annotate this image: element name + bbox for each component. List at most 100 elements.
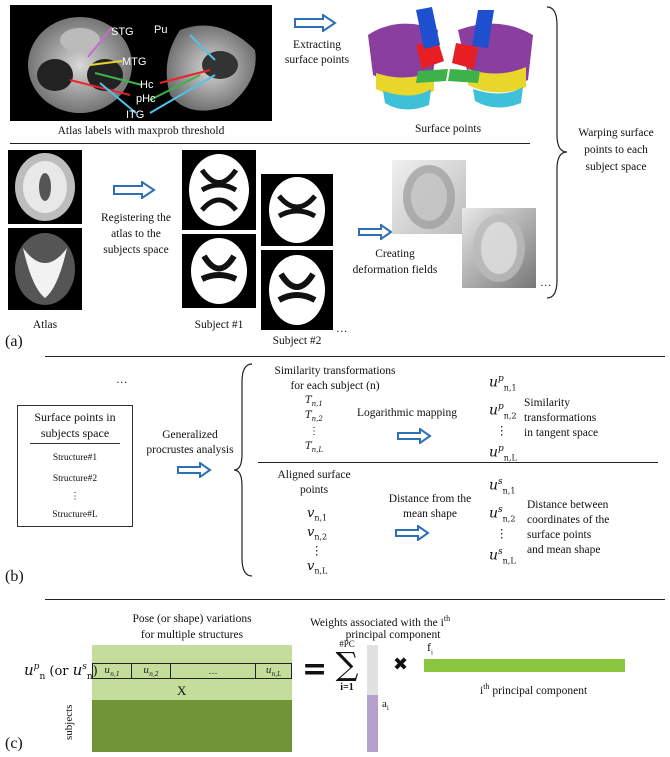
warp-text-3: subject space	[585, 161, 647, 173]
dist-between-3: surface points	[527, 529, 592, 541]
warp-text-2: points to each	[584, 144, 648, 156]
us-dots: ⋮	[496, 528, 508, 540]
sum-top: #PC	[339, 639, 355, 649]
label-stg: STG	[111, 26, 134, 38]
dist-mean-1: Distance from the	[388, 493, 472, 505]
dist-between-1: Distance between	[527, 499, 609, 511]
sim-title-1: Similarity transformations	[274, 365, 396, 377]
sim-tangent-3: in tangent space	[524, 427, 599, 439]
sum-bottom: i=1	[340, 682, 354, 693]
gpa-text-1: Generalized	[162, 429, 218, 441]
subjects-label: subjects	[63, 704, 75, 740]
a-i-label: ai	[382, 698, 389, 713]
dist-between-4: and mean shape	[527, 544, 601, 556]
dist-mean-2: mean shape	[403, 508, 457, 520]
weight-bar-gray	[367, 645, 378, 695]
warp-brace	[546, 6, 568, 299]
register-text-3: subjects space	[103, 244, 169, 256]
u-cell-l: un,L	[265, 666, 282, 678]
extract-arrow-icon	[294, 14, 337, 32]
deform-field-1	[392, 160, 466, 234]
v-l: vn,L	[307, 559, 328, 576]
label-itg: ITG	[126, 109, 145, 121]
panel-b-brace	[233, 363, 253, 577]
log-map-arrow-icon	[397, 428, 432, 444]
up-1: upn,1	[489, 374, 517, 393]
t-item-dots: ⋮	[309, 426, 319, 437]
t-item-2: Tn,2	[305, 410, 323, 423]
register-text-1: Registering the	[101, 212, 171, 224]
pc-label: ith principal component	[480, 682, 588, 697]
extract-text-1: Extracting	[293, 39, 341, 51]
u-cell-2: un,2	[132, 664, 171, 678]
pose-matrix-dark	[92, 700, 292, 752]
up-dots: ⋮	[496, 425, 508, 437]
deform-ellipsis: …	[540, 277, 552, 289]
us-1: usn,1	[489, 477, 516, 496]
us-2: usn,2	[489, 505, 516, 524]
dist-arrow-icon	[395, 525, 430, 541]
sim-tangent-2: transformations	[524, 412, 597, 424]
divider-bc	[45, 599, 665, 600]
deform-arrow-icon	[358, 224, 393, 240]
x-label: X	[177, 683, 187, 698]
gpa-text-2: procrustes analysis	[146, 444, 234, 456]
up-l: upn,L	[489, 444, 517, 463]
structure-1: Structure#1	[52, 453, 98, 463]
sum-icon: ∑	[335, 645, 359, 683]
deform-field-2	[462, 208, 536, 288]
subject2-gray-image	[261, 174, 333, 246]
extract-text-2: surface points	[284, 54, 350, 66]
register-text-2: atlas to the	[111, 228, 161, 240]
u-cell-1: un,1	[93, 664, 132, 678]
atlas-white-image	[8, 228, 82, 310]
deform-text-1: Creating	[375, 248, 415, 260]
panel-b-ellipsis: …	[116, 374, 128, 386]
register-arrow-icon	[113, 181, 156, 199]
panel-b-label: (b)	[5, 568, 24, 585]
aligned-text-1: Aligned surface	[277, 469, 351, 481]
up-2: upn,2	[489, 402, 517, 421]
pose-matrix-light	[92, 645, 292, 700]
subject2-label: Subject #2	[272, 335, 322, 347]
u-cell-dots: …	[171, 664, 256, 678]
warp-text-1: Warping surface	[578, 127, 654, 139]
label-phc: pHc	[136, 93, 156, 105]
v-dots: ⋮	[311, 545, 323, 557]
atlas-caption: Atlas labels with maxprob threshold	[57, 125, 225, 137]
t-item-l: Tn,L	[305, 441, 324, 454]
pose-title-1: Pose (or shape) variations	[132, 613, 252, 625]
panel-a-label: (a)	[5, 333, 23, 350]
subject-ellipsis: …	[336, 323, 348, 335]
deform-text-2: deformation fields	[352, 264, 438, 276]
subject2-white-image	[261, 250, 333, 330]
atlas-label: Atlas	[32, 319, 58, 331]
t-item-1: Tn,1	[305, 395, 323, 408]
weight-bar-lavender	[367, 695, 378, 752]
structure-dots: ⋮	[70, 492, 80, 502]
panel-c-label: (c)	[5, 735, 23, 752]
log-map-text: Logarithmic mapping	[357, 407, 457, 419]
sim-title-2: for each subject (n)	[290, 380, 380, 392]
weights-title-1: Weights associated with the ith	[310, 614, 451, 629]
atlas-brain-svg	[28, 17, 256, 114]
atlas-labels-image: STG MTG Hc pHc ITG Pu	[10, 5, 272, 121]
surface-caption: Surface points	[414, 123, 482, 135]
aligned-text-2: points	[299, 484, 329, 496]
equals-icon: =	[302, 652, 328, 687]
divider-b	[258, 462, 658, 463]
v-1: vn,1	[307, 506, 328, 523]
dist-between-2: coordinates of the	[527, 514, 610, 526]
label-hc: Hc	[140, 79, 154, 91]
pc-bar	[424, 659, 625, 672]
divider-ab	[45, 356, 665, 357]
box-title-2: subjects space	[40, 426, 110, 440]
box-underline	[30, 443, 120, 444]
structure-l: Structure#L	[52, 510, 98, 520]
pose-title-2: for multiple structures	[140, 629, 244, 641]
weights-title-2: principal component	[345, 629, 441, 641]
u-row: un,1 un,2 … un,L	[92, 663, 292, 679]
divider-a	[10, 143, 530, 144]
box-title-1: Surface points in	[34, 410, 116, 424]
subject1-white-image	[182, 234, 256, 308]
